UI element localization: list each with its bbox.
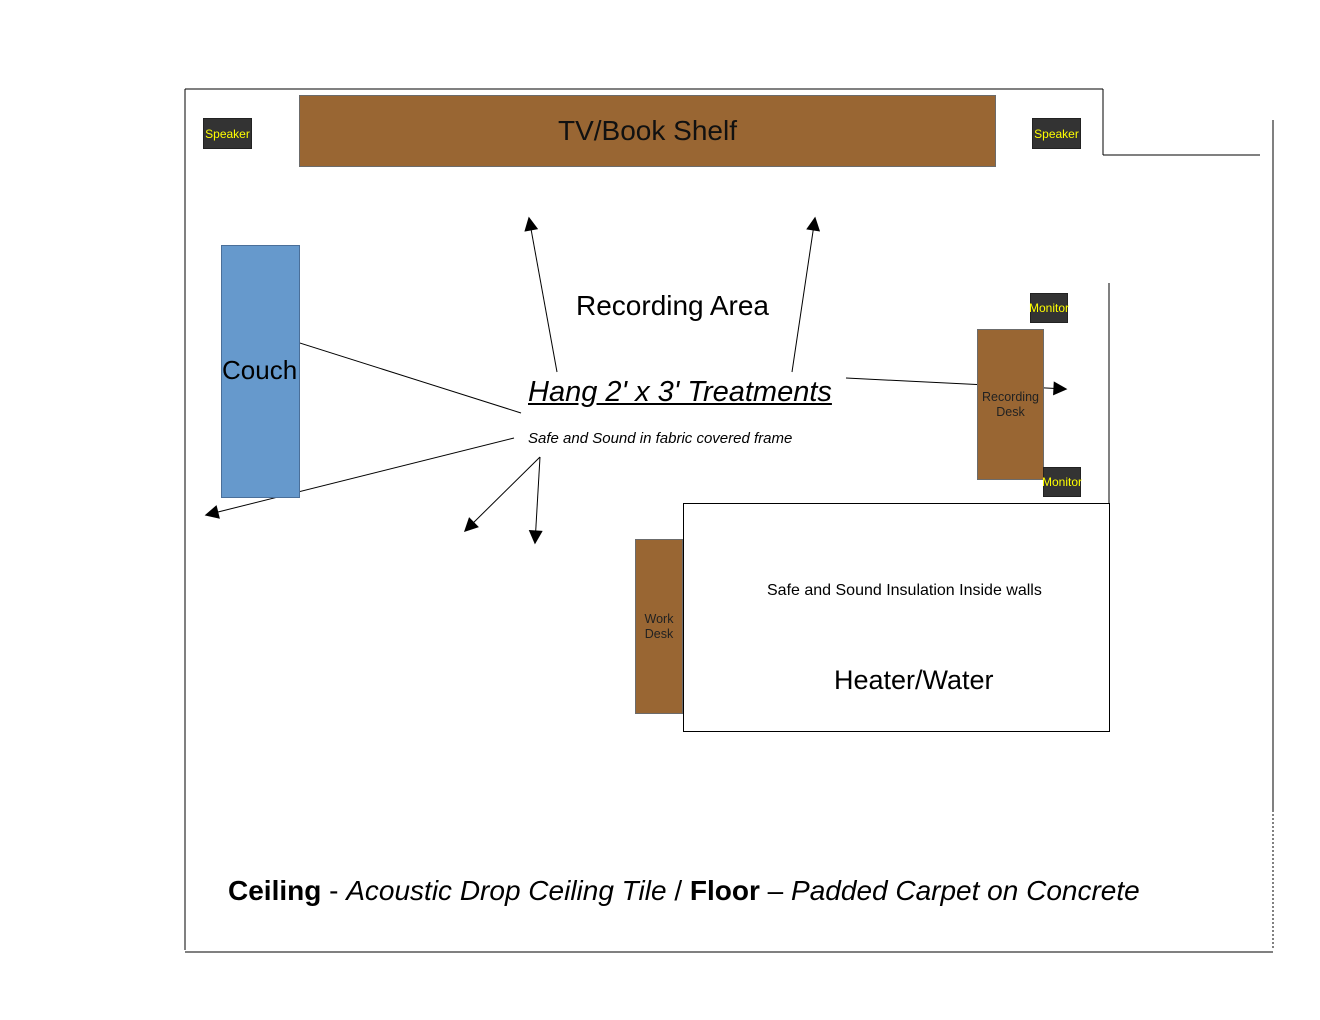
monitor-bottom-label: Monitor <box>1042 475 1083 489</box>
work-desk: Work Desk <box>635 539 683 714</box>
monitor-top: Monitor <box>1029 293 1070 323</box>
floor-value: Padded Carpet on Concrete <box>791 875 1140 906</box>
arrow-up-right <box>791 216 821 373</box>
treatments-label: Hang 2' x 3' Treatments <box>528 376 832 408</box>
couch <box>221 245 300 498</box>
arrow-up-left <box>524 216 558 373</box>
caption-separator-2: / <box>666 875 690 906</box>
ceiling-value: Acoustic Drop Ceiling Tile <box>346 875 667 906</box>
room-walls <box>184 88 1274 953</box>
heater-water-room <box>683 503 1110 732</box>
caption-separator-3: – <box>759 875 792 906</box>
recording-desk-label: Recording Desk <box>982 389 1039 419</box>
shelf-label: TV/Book Shelf <box>558 115 737 146</box>
recording-desk: Recording Desk <box>977 329 1044 480</box>
monitor-bottom: Monitor <box>1042 467 1083 497</box>
insulation-note: Safe and Sound Insulation Inside walls <box>767 582 1042 599</box>
arrow-down-left <box>204 437 515 519</box>
monitor-top-label: Monitor <box>1029 301 1070 315</box>
heater-water-label: Heater/Water <box>834 665 994 695</box>
work-desk-label: Work Desk <box>644 611 674 641</box>
arrow-down-diagonal <box>464 456 541 532</box>
arrow-down <box>528 456 543 545</box>
tv-book-shelf: TV/Book Shelf <box>299 95 996 167</box>
speaker-right: Speaker <box>1032 118 1081 149</box>
couch-label: Couch <box>222 355 298 385</box>
speaker-right-label: Speaker <box>1034 126 1079 141</box>
recording-area-label: Recording Area <box>576 290 770 321</box>
floor-label: Floor <box>689 875 760 906</box>
ceiling-floor-caption: Ceiling - Acoustic Drop Ceiling Tile / F… <box>228 875 1140 907</box>
ceiling-label: Ceiling <box>228 875 322 906</box>
fabric-frame-note: Safe and Sound in fabric covered frame <box>528 430 793 447</box>
speaker-left-label: Speaker <box>205 126 250 141</box>
caption-separator-1: - <box>321 875 347 906</box>
speaker-left: Speaker <box>203 118 252 149</box>
